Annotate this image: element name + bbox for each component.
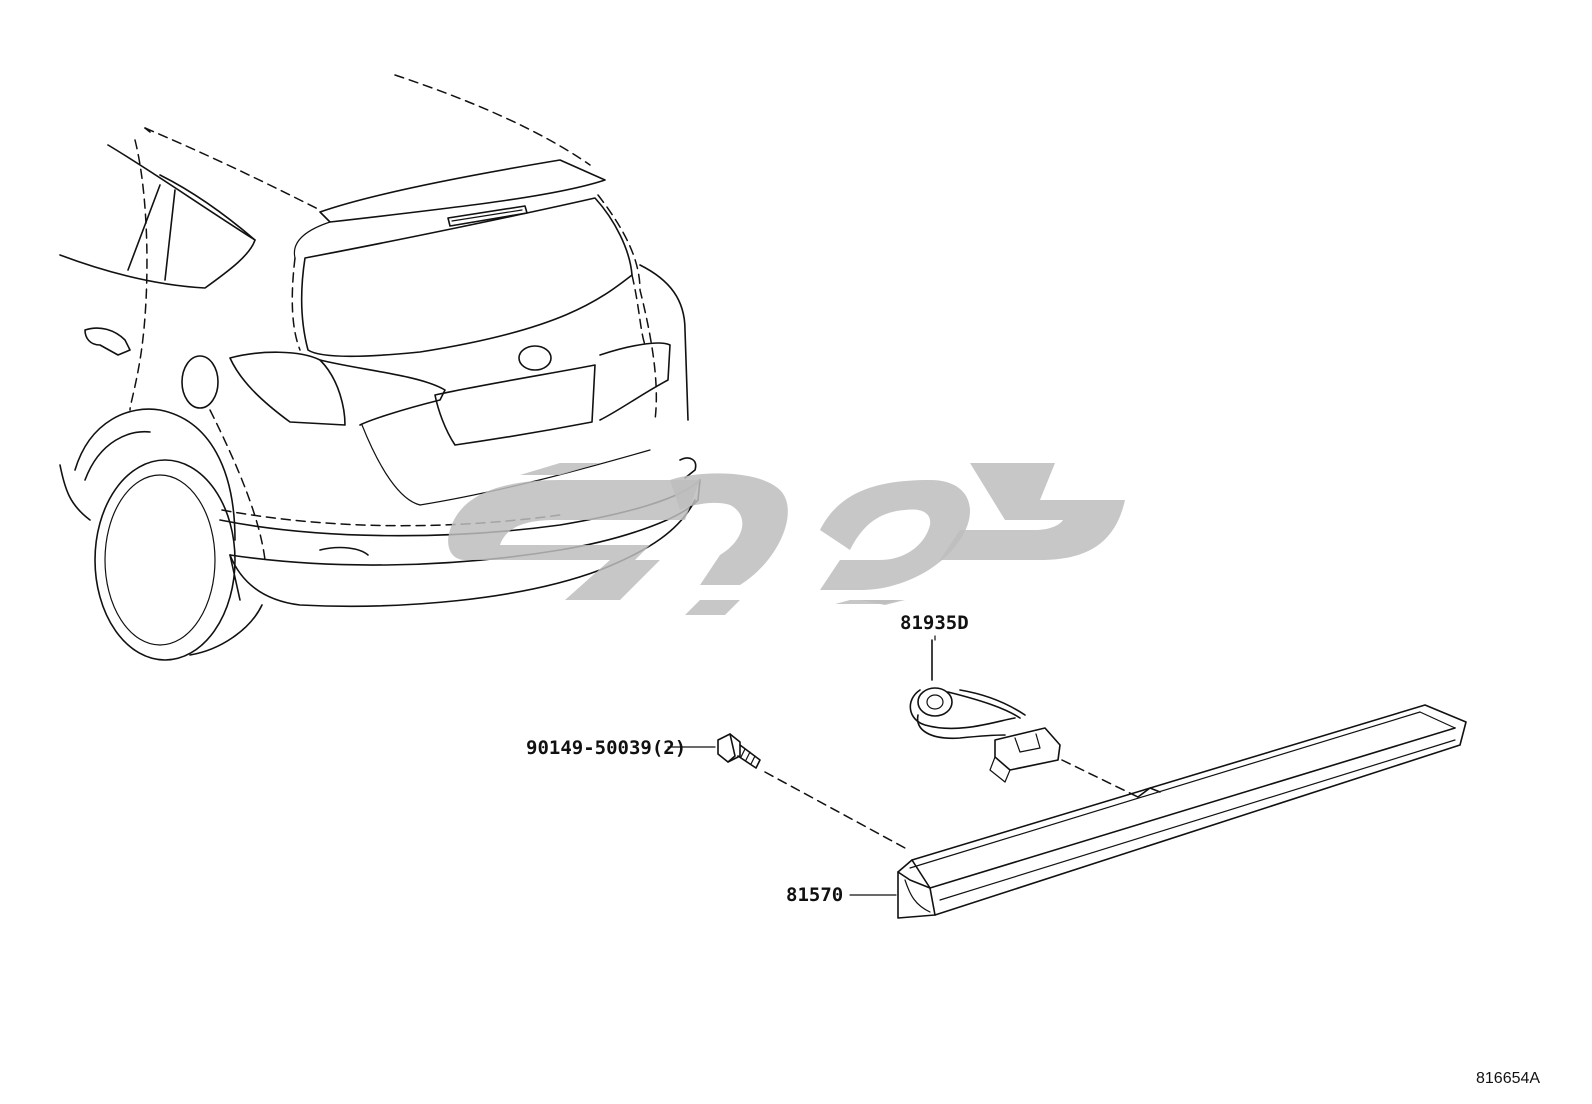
screw-part <box>717 733 761 769</box>
wire-guide-line <box>1061 759 1141 799</box>
wire-harness <box>909 639 1061 783</box>
diagram-plate-number: 816654A <box>1476 1070 1541 1087</box>
stop-lamp-part <box>897 704 1467 919</box>
watermark-logo <box>448 463 1125 615</box>
vehicle-illustration <box>59 74 701 661</box>
part-number-lamp[interactable]: 81570 <box>786 884 844 906</box>
part-number-wire[interactable]: 81935D <box>900 612 969 634</box>
part-number-screw[interactable]: 90149-50039(2) <box>526 737 687 759</box>
screw-guide-line <box>764 771 906 849</box>
